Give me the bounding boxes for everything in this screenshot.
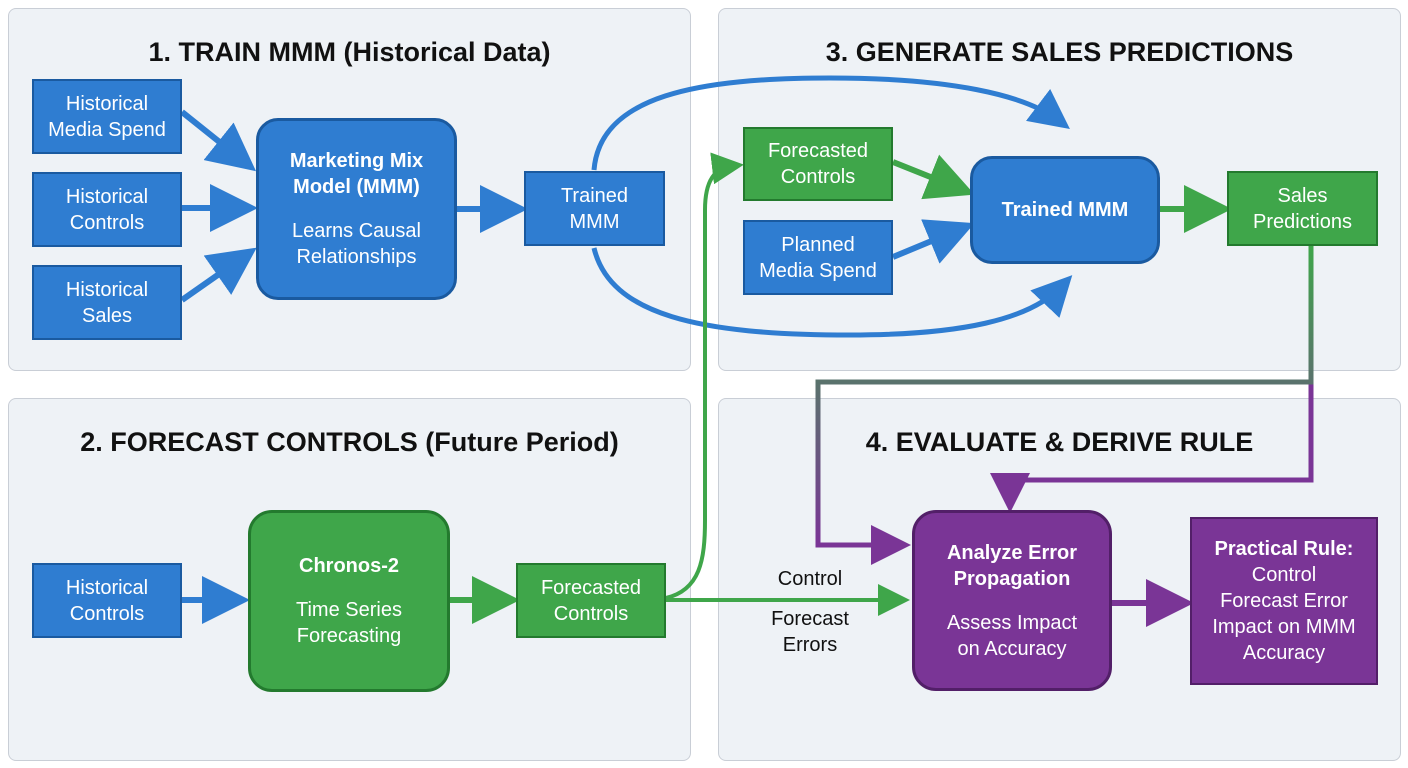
node-forecasted-controls: Forecasted Controls	[516, 563, 666, 638]
node-body: Forecast Error	[1220, 590, 1348, 612]
arrow-forecasted-up	[665, 152, 744, 600]
node-label: Media Spend	[759, 259, 877, 282]
node-title: Analyze Error	[946, 541, 1078, 564]
arrow-hist-media-to-mmm	[180, 109, 257, 172]
node-forecasted-controls-gen: Forecasted Controls	[743, 127, 893, 201]
node-subtitle: Relationships	[296, 246, 417, 268]
panel-title-train: 1. TRAIN MMM (Historical Data)	[148, 37, 551, 67]
panel-title-evaluate: 4. EVALUATE & DERIVE RULE	[865, 427, 1254, 457]
arrow-forecasted-to-trained	[891, 154, 975, 200]
node-label: Historical	[65, 576, 149, 599]
node-label: MMM	[569, 210, 620, 233]
node-body: Accuracy	[1242, 642, 1326, 664]
node-planned-media-spend: Planned Media Spend	[743, 220, 893, 295]
node-label: Sales	[81, 304, 133, 327]
arrow-planned-to-trained	[891, 219, 975, 264]
edge-label-line: Forecast	[771, 608, 849, 630]
node-title: Propagation	[953, 567, 1071, 590]
node-subtitle: Forecasting	[296, 625, 402, 647]
node-trained-mmm-1: Trained MMM	[524, 171, 665, 246]
node-subtitle: Assess Impact	[946, 611, 1078, 634]
node-practical-rule: Practical Rule: Control Forecast Error I…	[1190, 517, 1378, 685]
node-label: Historical	[65, 185, 149, 208]
node-label: Controls	[780, 166, 856, 188]
node-label: Historical	[65, 278, 149, 301]
node-subtitle: on Accuracy	[957, 637, 1067, 660]
node-label: Planned	[781, 233, 855, 256]
node-historical-media-spend: Historical Media Spend	[32, 79, 182, 154]
node-title: Marketing Mix	[289, 150, 424, 172]
node-body: Impact on MMM	[1212, 616, 1356, 638]
node-title: Trained MMM	[1001, 199, 1129, 221]
node-sales-predictions: Sales Predictions	[1227, 171, 1378, 246]
node-chronos-2: Chronos-2 Time Series Forecasting	[248, 510, 450, 692]
arrow-route-to-analyze	[815, 246, 1314, 565]
panel-title-forecast: 2. FORECAST CONTROLS (Future Period)	[80, 427, 619, 457]
arrow-loop-bottom	[591, 247, 1073, 338]
node-label: Forecasted	[767, 140, 869, 162]
arrow-loop-top	[591, 75, 1070, 171]
edge-label-line: Errors	[782, 634, 838, 656]
node-label: Controls	[69, 211, 145, 234]
node-analyze-error-propagation: Analyze Error Propagation Assess Impact …	[912, 510, 1112, 691]
node-historical-controls: Historical Controls	[32, 172, 182, 247]
node-label: Forecasted	[540, 576, 642, 599]
arrow-hist-sales-to-mmm	[180, 247, 257, 303]
node-label: Historical	[65, 92, 149, 115]
node-label: Controls	[69, 602, 145, 625]
node-title: Practical Rule:	[1214, 538, 1354, 560]
node-label: Media Spend	[48, 118, 166, 141]
node-label: Trained	[560, 184, 629, 207]
node-label: Sales	[1277, 184, 1328, 207]
node-subtitle: Learns Causal	[292, 220, 421, 242]
edge-label-line: Control	[777, 568, 843, 590]
node-marketing-mix-model: Marketing Mix Model (MMM) Learns Causal …	[256, 118, 457, 300]
node-historical-controls-forecast: Historical Controls	[32, 563, 182, 638]
panel-title-generate: 3. GENERATE SALES PREDICTIONS	[825, 37, 1294, 67]
node-subtitle: Time Series	[296, 599, 402, 621]
node-historical-sales: Historical Sales	[32, 265, 182, 340]
label-control-forecast-errors: Control Forecast Errors	[750, 566, 870, 658]
node-label: Controls	[553, 602, 629, 625]
arrow-predictions-to-analyze	[990, 246, 1314, 513]
node-trained-mmm-2: Trained MMM	[970, 156, 1160, 264]
node-label: Predictions	[1253, 210, 1352, 233]
node-body: Control	[1251, 564, 1317, 586]
node-title: Model (MMM)	[293, 176, 420, 198]
node-title: Chronos-2	[299, 555, 399, 577]
